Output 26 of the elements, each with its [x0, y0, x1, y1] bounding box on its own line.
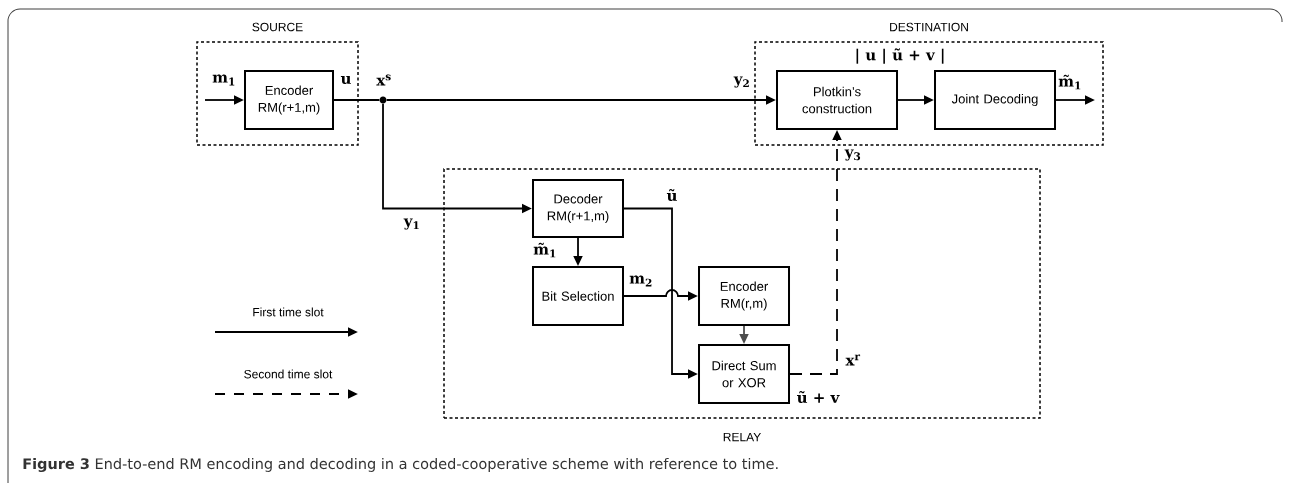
- process-box: Decoder RM(r+1,m): [532, 179, 624, 238]
- signal-label: x$^{s}$: [376, 74, 391, 86]
- edge-label: m$_{1}$: [212, 74, 235, 86]
- edge-label: y$_{2}$: [733, 76, 749, 88]
- edge-label: ũ: [666, 188, 677, 202]
- process-box: Bit Selection: [532, 266, 624, 326]
- process-box: Joint Decoding: [934, 70, 1056, 130]
- process-box: Direct Sum or XOR: [698, 344, 790, 404]
- process-box: Encoder RM(r+1,m): [244, 70, 334, 130]
- node-label: SOURCE: [252, 22, 303, 32]
- node-label: RELAY: [723, 432, 761, 442]
- edge-label: m$_{2}$: [629, 275, 652, 287]
- legend-text: Second time slot: [244, 369, 333, 379]
- edge-label: ũ + v: [797, 390, 840, 404]
- edge-label: m̃$_{1}$: [1058, 74, 1081, 90]
- legend-text: First time slot: [253, 307, 324, 317]
- signal-label: | u | ũ + v |: [856, 48, 944, 64]
- caption: Figure 3 End-to-end RM encoding and decoding in a coded-cooperative scheme with reference to time.: [23, 457, 778, 473]
- edge-label: m̃$_{1}$: [533, 242, 556, 258]
- process-box: Plotkin’s construction: [776, 70, 898, 130]
- signal-label: y$_{3}$: [844, 149, 861, 161]
- node-label: DESTINATION: [890, 22, 968, 32]
- process-box: Encoder RM(r,m): [698, 266, 790, 326]
- edge-label: u: [340, 76, 351, 84]
- edge-label: y$_{1}$: [403, 218, 419, 230]
- signal-label: x$^{r}$: [845, 354, 861, 366]
